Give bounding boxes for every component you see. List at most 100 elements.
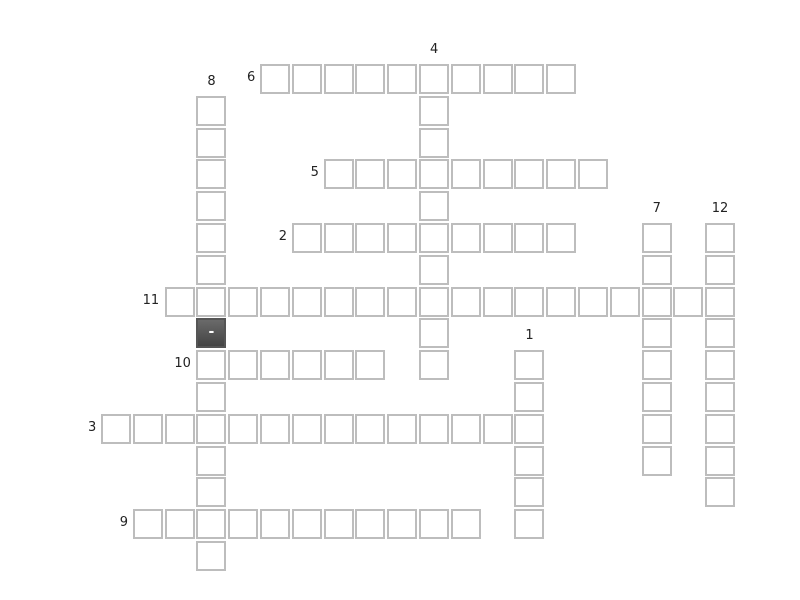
crossword-cell[interactable] [196, 286, 227, 317]
crossword-cell[interactable] [482, 223, 513, 253]
crossword-cell[interactable] [641, 254, 672, 285]
crossword-cell[interactable] [546, 286, 577, 317]
crossword-cell[interactable] [419, 191, 449, 222]
crossword-cell[interactable] [196, 95, 227, 126]
crossword-cell[interactable] [450, 223, 481, 253]
crossword-cell[interactable] [260, 509, 290, 540]
crossword-cell[interactable] [260, 64, 290, 94]
crossword-cell[interactable] [387, 413, 418, 444]
crossword-cell[interactable] [450, 159, 481, 190]
crossword-cell[interactable] [578, 159, 608, 190]
crossword-cell[interactable] [705, 382, 736, 412]
crossword-cell[interactable] [514, 413, 545, 444]
crossword-cell[interactable] [196, 509, 227, 540]
crossword-cell[interactable] [514, 509, 545, 540]
crossword-cell[interactable] [164, 509, 195, 540]
crossword-cell[interactable] [705, 254, 736, 285]
crossword-cell[interactable] [196, 254, 227, 285]
crossword-cell[interactable] [546, 223, 577, 253]
crossword-cell[interactable] [641, 318, 672, 349]
crossword-cell[interactable] [196, 127, 227, 158]
crossword-cell[interactable] [291, 509, 322, 540]
crossword-cell[interactable] [387, 286, 418, 317]
crossword-cell[interactable] [514, 350, 545, 381]
crossword-cell[interactable] [450, 413, 481, 444]
crossword-cell[interactable] [387, 64, 418, 94]
crossword-cell[interactable] [132, 509, 163, 540]
crossword-cell[interactable] [355, 286, 386, 317]
crossword-cell[interactable] [514, 286, 545, 317]
crossword-cell[interactable] [419, 318, 449, 349]
crossword-cell[interactable] [323, 350, 354, 381]
crossword-cell[interactable] [387, 509, 418, 540]
crossword-cell[interactable] [419, 64, 449, 94]
crossword-cell[interactable] [450, 64, 481, 94]
crossword-cell[interactable] [482, 286, 513, 317]
crossword-cell[interactable] [419, 286, 449, 317]
crossword-cell[interactable] [419, 509, 449, 540]
crossword-cell[interactable] [164, 413, 195, 444]
crossword-cell[interactable] [323, 159, 354, 190]
crossword-cell[interactable] [196, 541, 227, 571]
crossword-cell[interactable] [641, 223, 672, 253]
crossword-cell[interactable] [196, 350, 227, 381]
crossword-cell[interactable] [450, 509, 481, 540]
crossword-cell[interactable] [482, 159, 513, 190]
crossword-cell-filled[interactable]: - [196, 318, 227, 349]
crossword-cell[interactable] [196, 159, 227, 190]
crossword-cell[interactable] [546, 64, 577, 94]
crossword-cell[interactable] [196, 191, 227, 222]
crossword-cell[interactable] [291, 64, 322, 94]
crossword-cell[interactable] [355, 159, 386, 190]
crossword-cell[interactable] [387, 223, 418, 253]
crossword-cell[interactable] [196, 223, 227, 253]
crossword-cell[interactable] [705, 318, 736, 349]
crossword-cell[interactable] [609, 286, 640, 317]
crossword-cell[interactable] [705, 286, 736, 317]
crossword-cell[interactable] [196, 382, 227, 412]
crossword-cell[interactable] [514, 382, 545, 412]
crossword-cell[interactable] [355, 413, 386, 444]
crossword-cell[interactable] [355, 509, 386, 540]
crossword-cell[interactable] [260, 413, 290, 444]
crossword-cell[interactable] [450, 286, 481, 317]
crossword-cell[interactable] [705, 413, 736, 444]
crossword-cell[interactable] [482, 413, 513, 444]
crossword-cell[interactable] [514, 159, 545, 190]
crossword-cell[interactable] [323, 413, 354, 444]
crossword-cell[interactable] [641, 350, 672, 381]
crossword-cell[interactable] [291, 350, 322, 381]
crossword-cell[interactable] [228, 509, 259, 540]
crossword-cell[interactable] [323, 509, 354, 540]
crossword-cell[interactable] [641, 445, 672, 476]
crossword-cell[interactable] [355, 64, 386, 94]
crossword-cell[interactable] [164, 286, 195, 317]
crossword-cell[interactable] [673, 286, 704, 317]
crossword-cell[interactable] [387, 159, 418, 190]
crossword-cell[interactable] [260, 350, 290, 381]
crossword-cell[interactable] [705, 477, 736, 508]
crossword-cell[interactable] [260, 286, 290, 317]
crossword-cell[interactable] [228, 286, 259, 317]
crossword-cell[interactable] [705, 445, 736, 476]
crossword-cell[interactable] [291, 413, 322, 444]
crossword-cell[interactable] [641, 413, 672, 444]
crossword-cell[interactable] [291, 286, 322, 317]
crossword-cell[interactable] [419, 159, 449, 190]
crossword-cell[interactable] [641, 286, 672, 317]
crossword-cell[interactable] [419, 95, 449, 126]
crossword-cell[interactable] [514, 445, 545, 476]
crossword-cell[interactable] [132, 413, 163, 444]
crossword-cell[interactable] [641, 382, 672, 412]
crossword-cell[interactable] [228, 350, 259, 381]
crossword-cell[interactable] [291, 223, 322, 253]
crossword-cell[interactable] [419, 223, 449, 253]
crossword-cell[interactable] [323, 286, 354, 317]
crossword-cell[interactable] [101, 413, 131, 444]
crossword-cell[interactable] [355, 350, 386, 381]
crossword-cell[interactable] [546, 159, 577, 190]
crossword-cell[interactable] [419, 413, 449, 444]
crossword-cell[interactable] [419, 350, 449, 381]
crossword-cell[interactable] [705, 223, 736, 253]
crossword-cell[interactable] [323, 223, 354, 253]
